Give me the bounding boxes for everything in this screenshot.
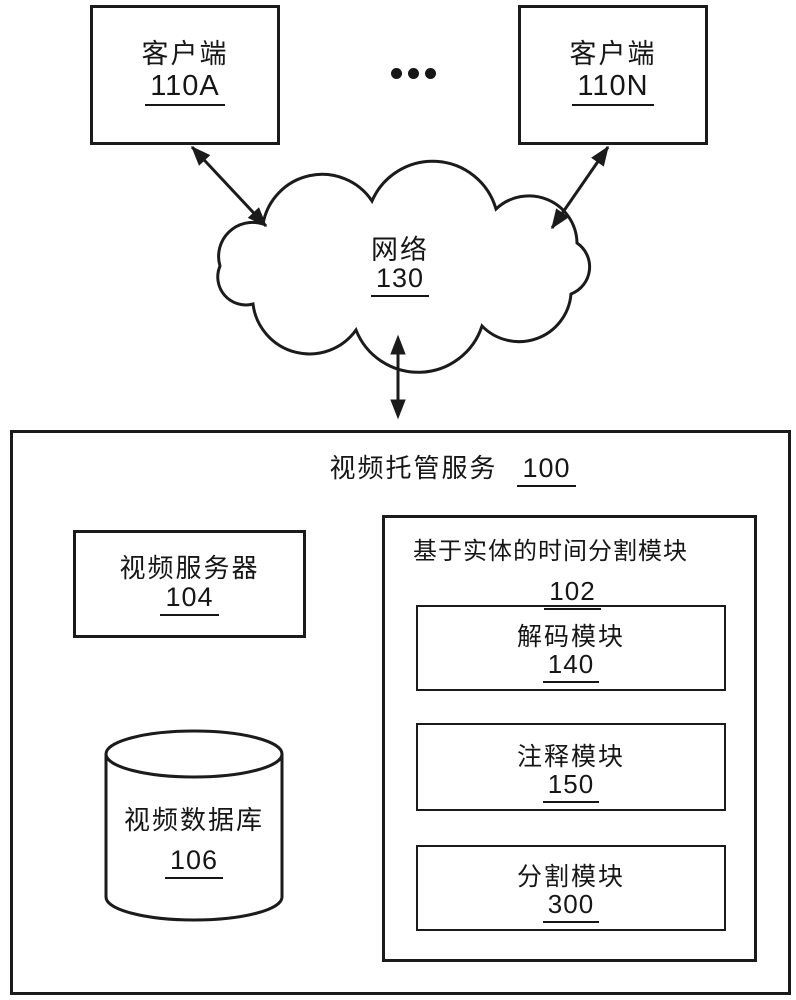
decode-module-label: 解码模块	[516, 624, 625, 651]
segmentation-module-title: 基于实体的时间分割模块	[413, 539, 688, 565]
arrow-client-n-network	[550, 145, 610, 230]
annotation-module-box	[416, 723, 726, 811]
video-database-label: 视频数据库	[123, 806, 264, 835]
video-server-label: 视频服务器	[119, 554, 260, 583]
arrow-network-service	[390, 334, 406, 420]
annotation-module-ref: 150	[416, 769, 726, 803]
network-ref: 130	[300, 263, 500, 297]
client-a-ref: 110A	[90, 70, 280, 106]
video-server-box	[73, 530, 306, 638]
client-a-label: 客户端	[141, 39, 229, 69]
segmentation-submodule-ref: 300	[416, 889, 726, 923]
arrow-client-a-network	[190, 145, 268, 228]
video-hosting-service-box	[10, 430, 791, 995]
network-cloud-shape	[216, 159, 592, 374]
segmentation-submodule-box	[416, 845, 726, 931]
video-database-ref: 106	[94, 845, 294, 879]
client-n-ref: 110N	[518, 70, 708, 106]
client-box-110a	[90, 5, 280, 145]
database-cylinder-shape	[104, 729, 284, 922]
segmentation-module-box: 基于实体的时间分割模块 102 解码模块 140 注释模块 150 分割模块 3…	[382, 515, 757, 962]
video-hosting-service-title: 视频托管服务 100	[62, 448, 796, 487]
annotation-module-label: 注释模块	[516, 744, 625, 771]
segmentation-module-ref: 102	[385, 576, 760, 610]
network-label: 网络	[371, 235, 429, 265]
client-box-110n	[518, 5, 708, 145]
client-n-label: 客户端	[569, 39, 657, 69]
more-clients-ellipsis-icon	[391, 68, 436, 79]
video-server-ref: 104	[73, 582, 306, 616]
segmentation-submodule-label: 分割模块	[516, 864, 625, 891]
decode-module-box	[416, 605, 726, 691]
decode-module-ref: 140	[416, 649, 726, 683]
